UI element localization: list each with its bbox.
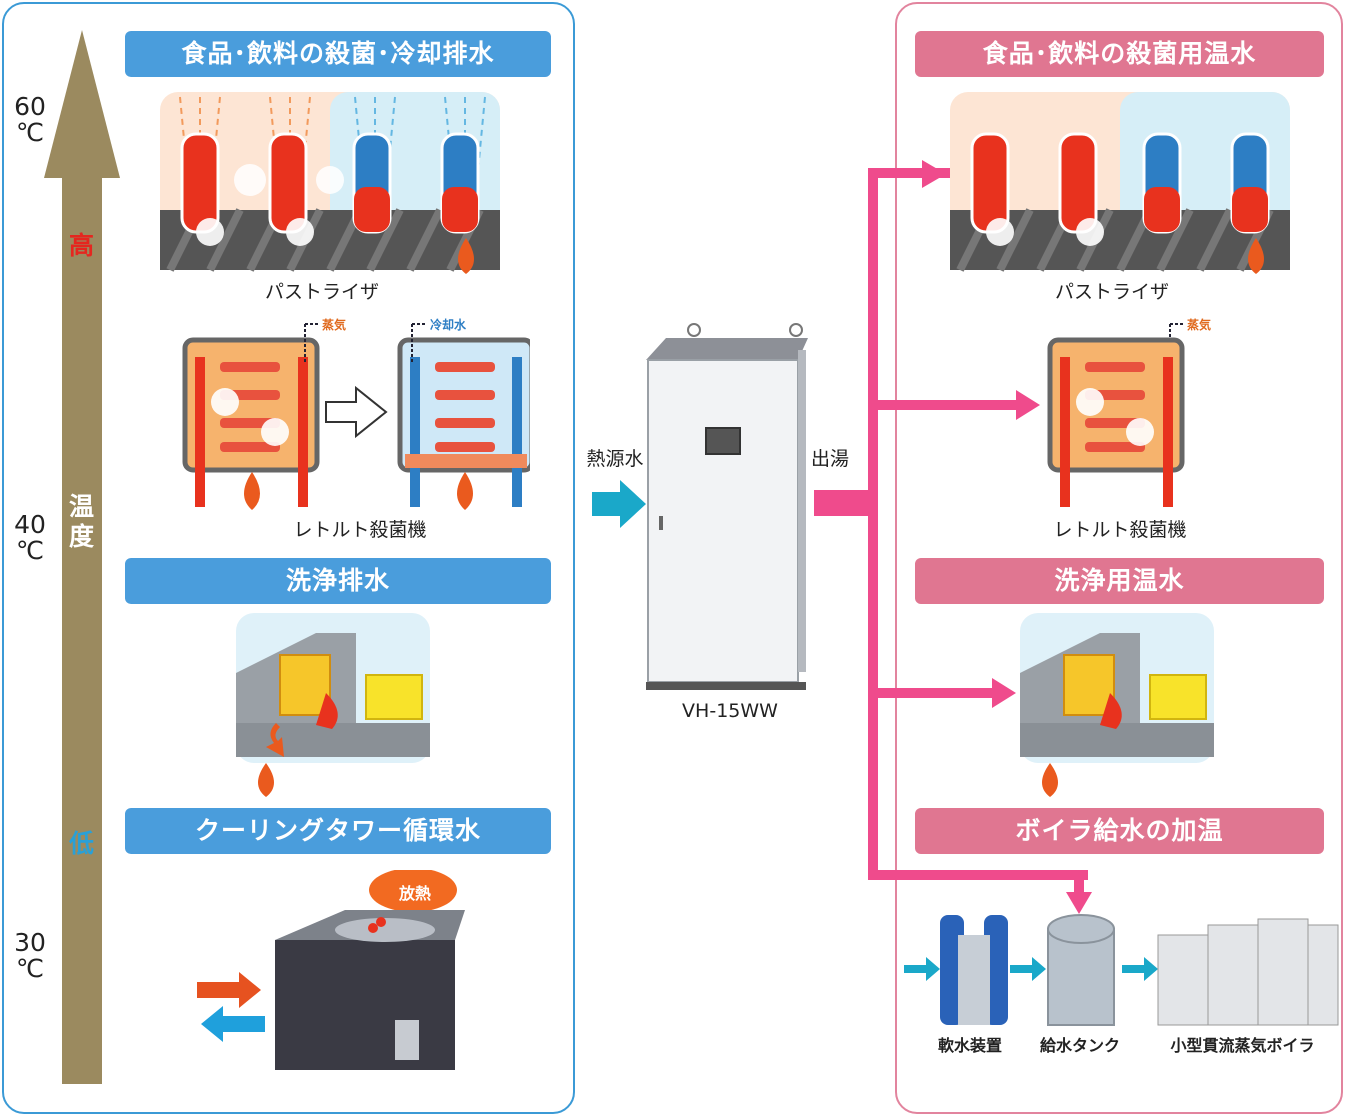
axis-title: 温度 [69, 492, 95, 551]
header-sterilization-drain: 食品･飲料の殺菌･冷却排水 [125, 31, 551, 77]
temperature-arrow [44, 30, 120, 1084]
steam-tag-right: 蒸気 [1187, 318, 1212, 332]
vh15ww-unit [646, 323, 808, 690]
header-sterilization-hot-water: 食品･飲料の殺菌用温水 [915, 31, 1324, 77]
small-steam-boiler-label: 小型貫流蒸気ボイラ [1170, 1036, 1315, 1055]
tick-40: 40 ℃ [14, 510, 46, 565]
retort-caption-right: レトルト殺菌機 [1053, 519, 1187, 541]
pasteurizer-caption-right: パストライザ [1054, 281, 1169, 303]
header-cleaning-hot-water: 洗浄用温水 [915, 558, 1324, 604]
header-cooling-tower-water: クーリングタワー循環水 [125, 808, 551, 854]
low-label: 低 [69, 829, 95, 858]
pasteurizer-illustration-right [950, 92, 1290, 274]
boiler-feed-chain [904, 914, 1339, 1026]
retort-illustration-left [182, 323, 530, 510]
header-boiler-feed-heating: ボイラ給水の加温 [915, 808, 1324, 854]
retort-illustration-right [1047, 323, 1185, 507]
retort-caption-left: レトルト殺菌機 [293, 519, 427, 541]
cleaning-drain-illustration [236, 613, 430, 797]
feed-water-tank-label: 給水タンク [1039, 1036, 1120, 1055]
outlet-label: 出湯 [810, 448, 849, 470]
waste-heat-panel [2, 2, 575, 1114]
heat-source-arrow [592, 480, 646, 528]
header-cleaning-drain: 洗浄排水 [125, 558, 551, 604]
hot-water-distribution-lines [814, 160, 1092, 914]
cooling-water-tag: 冷却水 [430, 318, 467, 332]
water-softener-label: 軟水装置 [937, 1036, 1002, 1055]
model-name: VH-15WW [682, 700, 778, 722]
tick-60: 60 ℃ [14, 92, 46, 147]
cooling-tower-illustration [197, 870, 465, 1070]
high-label: 高 [69, 231, 95, 260]
pasteurizer-illustration [160, 92, 500, 274]
heat-release-label: 放熱 [398, 884, 431, 903]
cleaning-hot-water-illustration [1020, 613, 1214, 797]
heat-source-label: 熱源水 [586, 448, 644, 470]
tick-30: 30 ℃ [14, 928, 46, 983]
pasteurizer-caption-left: パストライザ [264, 281, 379, 303]
steam-tag-left: 蒸気 [322, 318, 347, 332]
hot-water-use-panel [895, 2, 1343, 1114]
